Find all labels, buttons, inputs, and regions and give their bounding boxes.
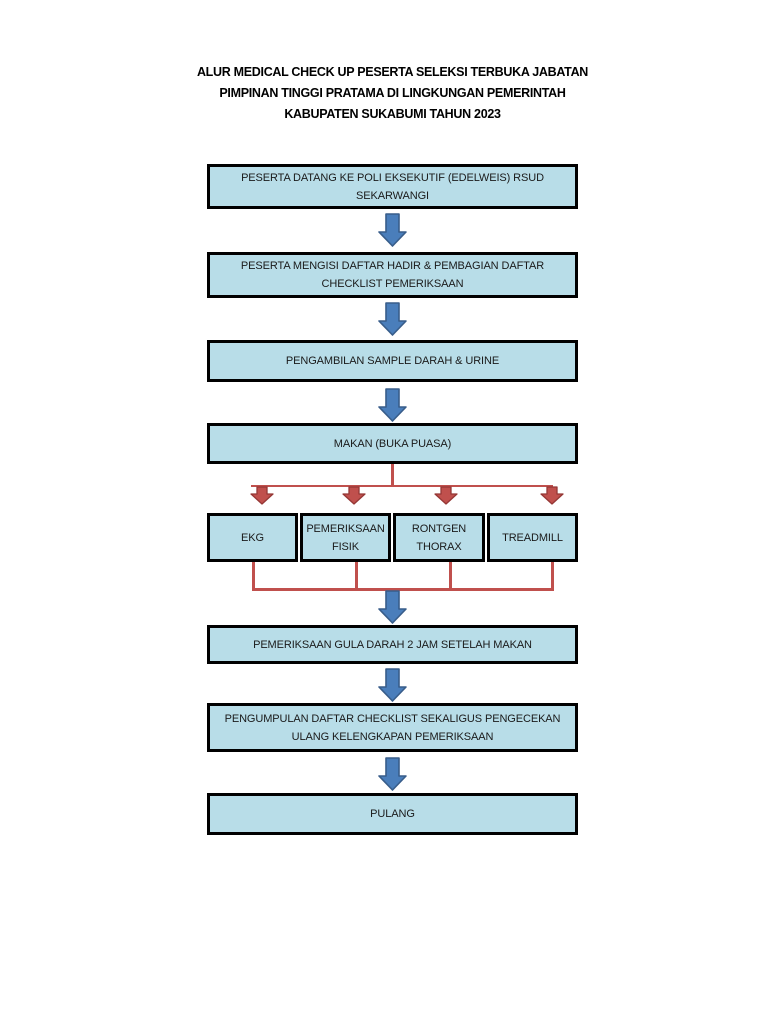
step-label: PENGUMPULAN DAFTAR CHECKLIST SEKALIGUS P…: [224, 712, 561, 725]
parallel-box-rontgen-thorax: RONTGEN THORAX: [393, 513, 485, 562]
exam-label: TREADMILL: [502, 531, 563, 544]
title-line-1: ALUR MEDICAL CHECK UP PESERTA SELEKSI TE…: [196, 65, 589, 79]
step-label: MAKAN (BUKA PUASA): [333, 437, 452, 450]
blue-down-arrow-merge: [378, 590, 407, 624]
blue-down-arrow-1: [378, 213, 407, 247]
step-label: PESERTA DATANG KE POLI EKSEKUTIF (EDELWE…: [241, 171, 544, 184]
branch-split-line: [251, 484, 553, 487]
page-title: ALUR MEDICAL CHECK UP PESERTA SELEKSI TE…: [132, 62, 653, 125]
step-box-sampling: PENGAMBILAN SAMPLE DARAH & URINE: [207, 340, 578, 382]
step-label: CHECKLIST PEMERIKSAAN: [321, 278, 464, 290]
step-box-meal: MAKAN (BUKA PUASA): [207, 423, 578, 464]
merge-line-rontgen-thorax: [449, 562, 452, 590]
exam-label: RONTGEN: [411, 522, 467, 535]
step-label: PENGAMBILAN SAMPLE DARAH & URINE: [285, 355, 500, 367]
blue-down-arrow-3: [378, 388, 407, 422]
merge-line-physical-exam: [355, 562, 358, 590]
red-branch-arrow-2: [342, 486, 366, 505]
merge-horizontal-line: [252, 588, 554, 591]
step-box-checklist-collection: PENGUMPULAN DAFTAR CHECKLIST SEKALIGUS P…: [207, 703, 578, 752]
parallel-box-ekg: EKG: [207, 513, 298, 562]
exam-label: PEMERIKSAAN: [306, 522, 385, 535]
title-line-3: KABUPATEN SUKABUMI TAHUN 2023: [284, 107, 501, 121]
step-box-glucose-test: PEMERIKSAAN GULA DARAH 2 JAM SETELAH MAK…: [207, 625, 578, 664]
red-branch-arrow-1: [250, 486, 274, 505]
step-box-go-home: PULANG: [207, 793, 578, 835]
red-branch-arrow-3: [434, 486, 458, 505]
blue-down-arrow-2: [378, 302, 407, 336]
step-box-attendance: PESERTA MENGISI DAFTAR HADIR & PEMBAGIAN…: [207, 252, 578, 298]
exam-label: THORAX: [416, 540, 462, 553]
merge-line-ekg: [252, 562, 255, 590]
parallel-box-treadmill: TREADMILL: [487, 513, 578, 562]
branch-stem-line: [391, 464, 394, 486]
merge-line-treadmill: [551, 562, 554, 590]
step-label: PESERTA MENGISI DAFTAR HADIR & PEMBAGIAN…: [240, 260, 545, 272]
blue-down-arrow-4: [378, 668, 407, 702]
exam-label: FISIK: [331, 540, 359, 553]
step-label: ULANG KELENGKAPAN PEMERIKSAAN: [291, 730, 494, 743]
title-line-2: PIMPINAN TINGGI PRATAMA DI LINGKUNGAN PE…: [219, 86, 566, 100]
step-label: PEMERIKSAAN GULA DARAH 2 JAM SETELAH MAK…: [253, 638, 532, 651]
step-box-arrival: PESERTA DATANG KE POLI EKSEKUTIF (EDELWE…: [207, 164, 578, 209]
red-branch-arrow-4: [540, 486, 564, 505]
parallel-box-physical-exam: PEMERIKSAAN FISIK: [300, 513, 391, 562]
exam-label: EKG: [241, 531, 264, 544]
step-label: SEKARWANGI: [356, 189, 429, 202]
step-label: PULANG: [370, 808, 415, 820]
blue-down-arrow-5: [378, 757, 407, 791]
